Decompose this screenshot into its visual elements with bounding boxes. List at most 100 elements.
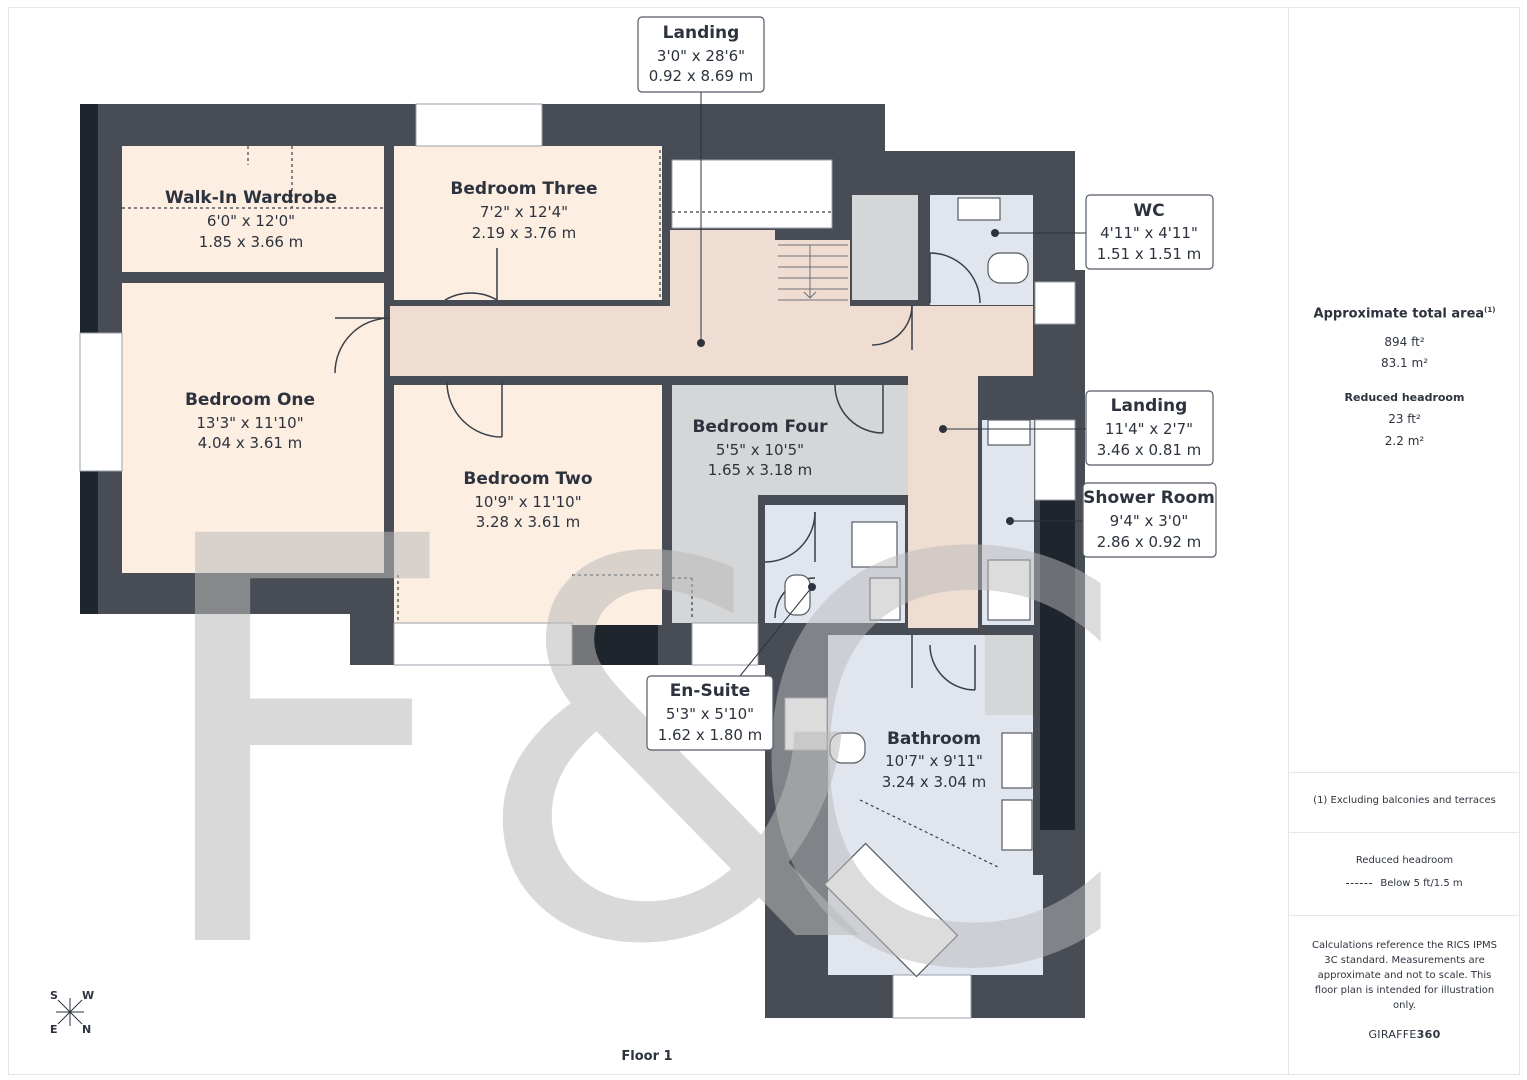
cupboard-a bbox=[852, 195, 918, 300]
floor-label: Floor 1 bbox=[621, 1049, 672, 1064]
bed-one-name: Bedroom One bbox=[185, 390, 315, 410]
callout-leaders bbox=[697, 92, 1086, 677]
svg-text:&: & bbox=[470, 452, 876, 1058]
landing-top-metric: 0.92 x 8.69 m bbox=[649, 67, 754, 85]
walkin-name: Walk-In Wardrobe bbox=[165, 188, 337, 208]
reduced-title: Reduced headroom bbox=[1344, 391, 1465, 404]
ensuite-toilet bbox=[784, 574, 811, 616]
compass-s: S bbox=[50, 989, 58, 1002]
callout-landing-right: Landing 11'4" x 2'7" 3.46 x 0.81 m bbox=[1085, 390, 1214, 466]
compass-rose-icon bbox=[56, 998, 84, 1026]
bed-two-metric: 3.28 x 3.61 m bbox=[476, 513, 581, 531]
bed-two-name: Bedroom Two bbox=[463, 469, 592, 489]
landing-right-floor bbox=[908, 370, 978, 628]
sidebar-divider bbox=[1289, 915, 1520, 916]
disclaimer: Calculations reference the RICS IPMS 3C … bbox=[1311, 940, 1498, 1011]
cupboard-c bbox=[985, 635, 1033, 715]
bed-one-metric: 4.04 x 3.61 m bbox=[198, 434, 303, 452]
page-frame bbox=[8, 7, 1520, 1075]
watermark: F & C bbox=[140, 421, 1131, 1080]
landing-mid-floor bbox=[670, 230, 775, 310]
windows bbox=[79, 103, 1076, 1019]
compass-w: W bbox=[82, 989, 94, 1002]
callout-landing-top: Landing 3'0" x 28'6" 0.92 x 8.69 m bbox=[637, 16, 765, 93]
compass-e: E bbox=[50, 1023, 58, 1036]
landing-right-metric: 3.46 x 0.81 m bbox=[1097, 441, 1202, 459]
stairs bbox=[778, 244, 848, 301]
bed-three-floor bbox=[394, 146, 662, 300]
reduced-m: 2.2 m² bbox=[1384, 434, 1425, 448]
shower-metric: 2.86 x 0.92 m bbox=[1097, 533, 1202, 551]
landing-right-name: Landing bbox=[1111, 396, 1188, 416]
wc-imperial: 4'11" x 4'11" bbox=[1100, 224, 1198, 242]
total-area-m: 83.1 m² bbox=[1380, 356, 1429, 370]
total-area-ft: 894 ft² bbox=[1384, 335, 1425, 349]
bathroom-name: Bathroom bbox=[887, 729, 981, 749]
exterior-wall-dark-se bbox=[1040, 500, 1075, 830]
bed-four-imperial: 5'5" x 10'5" bbox=[716, 441, 804, 459]
ensuite-shower bbox=[851, 521, 898, 568]
landing-right-imperial: 11'4" x 2'7" bbox=[1105, 420, 1193, 438]
callout-wc: WC 4'11" x 4'11" 1.51 x 1.51 m bbox=[1085, 194, 1214, 270]
total-area-title: Approximate total area(1) bbox=[1313, 306, 1496, 322]
bed-one-floor bbox=[122, 283, 384, 573]
room-floors bbox=[122, 146, 1043, 975]
bed-three-metric: 2.19 x 3.76 m bbox=[472, 224, 577, 242]
bed-four-name: Bedroom Four bbox=[692, 417, 828, 437]
bed-two-imperial: 10'9" x 11'10" bbox=[474, 493, 581, 511]
bath-sink-2 bbox=[1001, 799, 1033, 851]
brand-logo: GIRAFFE360 bbox=[1368, 1028, 1441, 1041]
stair-floor bbox=[775, 240, 850, 310]
landing-top-imperial: 3'0" x 28'6" bbox=[657, 47, 745, 65]
walkin-imperial: 6'0" x 12'0" bbox=[207, 212, 295, 230]
wc-sink bbox=[957, 197, 1001, 221]
bed-three-imperial: 7'2" x 12'4" bbox=[480, 203, 568, 221]
cupboard-b bbox=[835, 385, 905, 433]
shower-imperial: 9'4" x 3'0" bbox=[1110, 512, 1189, 530]
ensuite-imperial: 5'3" x 5'10" bbox=[666, 705, 754, 723]
ensuite-metric: 1.62 x 1.80 m bbox=[658, 726, 763, 744]
bed-two-floor bbox=[394, 385, 662, 625]
room-labels: Walk-In Wardrobe 6'0" x 12'0" 1.85 x 3.6… bbox=[165, 179, 986, 791]
walkin-metric: 1.85 x 3.66 m bbox=[199, 233, 304, 251]
callout-ensuite: En-Suite 5'3" x 5'10" 1.62 x 1.80 m bbox=[646, 675, 774, 751]
callout-shower: Shower Room 9'4" x 3'0" 2.86 x 0.92 m bbox=[1082, 482, 1217, 558]
dotted-line-icon bbox=[1346, 882, 1373, 884]
compass-n: N bbox=[82, 1023, 91, 1036]
bath-sink-1 bbox=[1001, 732, 1033, 789]
floor-plan: F & C Walk-In Wardrobe 6'0" x 12'0" 1.85… bbox=[50, 16, 1217, 1080]
sidebar-divider bbox=[1289, 772, 1520, 773]
shower-name: Shower Room bbox=[1083, 488, 1215, 508]
walkin-floor bbox=[122, 146, 384, 272]
info-sidebar: Approximate total area(1) 894 ft² 83.1 m… bbox=[1288, 7, 1520, 1075]
bed-four-metric: 1.65 x 3.18 m bbox=[708, 461, 813, 479]
legend-item: Below 5 ft/1.5 m bbox=[1289, 878, 1520, 889]
bathroom-imperial: 10'7" x 9'11" bbox=[885, 752, 983, 770]
footnote: (1) Excluding balconies and terraces bbox=[1313, 795, 1496, 806]
wc-toilet bbox=[987, 252, 1029, 284]
doors bbox=[334, 248, 981, 691]
reduced-ft: 23 ft² bbox=[1388, 412, 1421, 426]
ensuite-sink bbox=[869, 577, 901, 621]
ensuite-name: En-Suite bbox=[670, 681, 751, 701]
legend-title: Reduced headroom bbox=[1355, 855, 1454, 866]
bathroom-metric: 3.24 x 3.04 m bbox=[882, 773, 987, 791]
landing-top-name: Landing bbox=[663, 23, 740, 43]
svg-text:F: F bbox=[140, 421, 462, 1073]
bed-four-lower-floor bbox=[672, 495, 758, 623]
reduced-headroom-lines bbox=[122, 146, 1001, 869]
sidebar-divider bbox=[1289, 832, 1520, 833]
wc-metric: 1.51 x 1.51 m bbox=[1097, 245, 1202, 263]
bed-three-name: Bedroom Three bbox=[450, 179, 597, 199]
bath-toilet bbox=[829, 732, 866, 764]
footnote-mark: (1) bbox=[1484, 306, 1496, 314]
bathtub bbox=[823, 842, 959, 978]
shower-tray-top bbox=[987, 419, 1031, 446]
compass: S W E N bbox=[50, 989, 94, 1036]
svg-text:C: C bbox=[740, 441, 1131, 1080]
landing-top-floor bbox=[390, 306, 1033, 376]
fixtures bbox=[784, 197, 1033, 978]
wc-name: WC bbox=[1133, 201, 1164, 221]
bed-one-imperial: 13'3" x 11'10" bbox=[196, 414, 303, 432]
shower-tray-bottom bbox=[987, 559, 1031, 621]
